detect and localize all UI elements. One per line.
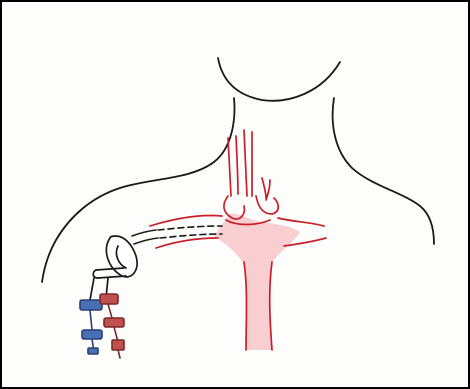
blue-line (90, 310, 92, 330)
hub-connector-left (93, 270, 98, 278)
catheter-cuff-icon (90, 236, 137, 300)
left-jugular-vein (228, 138, 231, 196)
tunneled-catheter-icon (132, 226, 222, 244)
blue-clamp (80, 300, 102, 310)
hub-stem-blue (90, 278, 94, 300)
left-subclavian-upper (150, 215, 222, 226)
catheter-external-segment (132, 230, 156, 236)
cuff-loop (106, 236, 137, 277)
svc-left-wall (244, 262, 247, 350)
right-subclavian-upper (278, 218, 324, 226)
red-cap (112, 340, 124, 350)
right-neck-shoulder-line (333, 98, 434, 244)
blue-cap (88, 348, 98, 354)
left-neck-shoulder-line (42, 98, 234, 282)
catheter-tunnel-dashed (158, 226, 222, 230)
catheter-external-segment-2 (134, 238, 158, 244)
red-line (108, 304, 112, 318)
red-lumen-hub-icon (100, 294, 124, 358)
svc-fill (214, 214, 300, 350)
blue-lumen-hub-icon (80, 300, 102, 354)
left-subclavian-lower (156, 238, 218, 248)
central-jugular-vein (244, 130, 247, 196)
small-branch-2 (266, 180, 270, 200)
great-vessels-icon (150, 130, 326, 350)
small-branch (262, 178, 266, 198)
blue-clamp-2 (82, 330, 102, 339)
jaw-line (218, 58, 340, 101)
red-clamp-2 (104, 318, 124, 327)
left-jugular-vein-inner (236, 136, 238, 194)
red-cap-tip (118, 350, 120, 358)
red-clamp (100, 294, 118, 304)
